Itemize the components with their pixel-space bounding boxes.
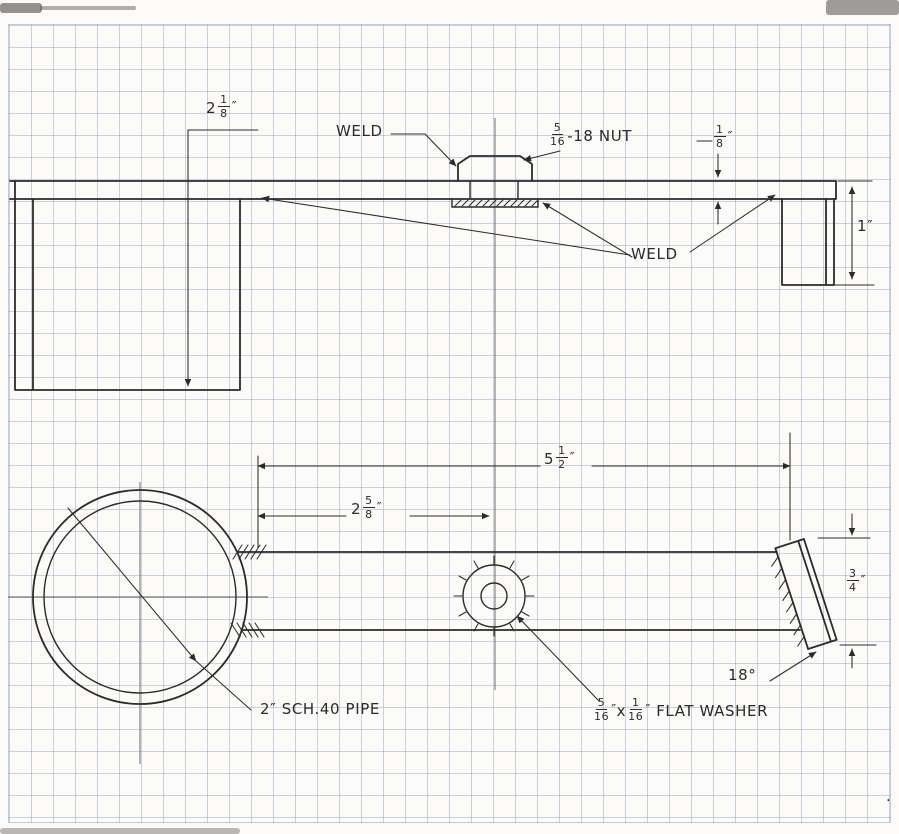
weld-top-leader: [390, 133, 457, 167]
weld-mid-leader-left: [261, 195, 631, 256]
weld-bead-hatch: [454, 199, 539, 207]
pipe-centerlines: [8, 482, 268, 764]
side-view: [9, 155, 837, 391]
weld-top-label: WELD: [336, 122, 383, 140]
nut-leader: [523, 150, 561, 162]
washer-hole-circle: [480, 582, 508, 610]
plate-side-outline: [9, 180, 837, 200]
stray-dot: .: [886, 787, 892, 805]
weld-mid-leader-right: [689, 194, 776, 253]
grid-paper-background: [8, 24, 891, 823]
nut-outline: [457, 155, 533, 182]
tab-side-outline: [781, 198, 835, 286]
plan-view: [32, 489, 838, 705]
pipe-label: 2″ SCH.40 PIPE: [260, 700, 380, 718]
washer-weld-ticks: [453, 555, 535, 637]
weld-mid-leader-center: [542, 202, 633, 258]
bolt-hole-lines: [469, 180, 519, 200]
pipe-inner-circle: [43, 500, 237, 694]
pipe-leader-tail: [195, 660, 252, 711]
angled-tab-weld-hatch: [771, 556, 805, 647]
washer-plan-view: [453, 555, 535, 637]
scan-artifact: [0, 828, 240, 834]
angled-tab-outline: [774, 538, 838, 650]
tab-height-extensions: [833, 180, 875, 286]
bar-plan-outline: [237, 551, 801, 631]
tab-height-label: 1″: [857, 217, 874, 235]
pipe-outer-circle: [32, 489, 248, 705]
weld-hatch-top-junction: [232, 544, 267, 560]
pipe-side-outline: [14, 180, 241, 391]
washer-leader: [516, 615, 600, 702]
tab-offset-ticks: [817, 537, 877, 646]
pipe-diameter-arrow: [67, 507, 197, 662]
centerlines: [8, 118, 496, 764]
weld-hatch-bottom-junction: [230, 622, 265, 638]
scan-artifact: [40, 6, 136, 10]
washer-outer-circle: [462, 564, 526, 628]
scan-artifact: [0, 3, 42, 13]
angle-label: 18°: [728, 666, 757, 684]
weld-mid-label: WELD: [631, 245, 678, 263]
dim-length-extensions: [257, 432, 791, 549]
weld-bead-outline: [451, 198, 539, 208]
scan-artifact: [826, 0, 899, 15]
angled-tab-plan-view: [771, 538, 838, 650]
angle-leader: [769, 651, 817, 682]
dimension-lines: [67, 129, 877, 711]
